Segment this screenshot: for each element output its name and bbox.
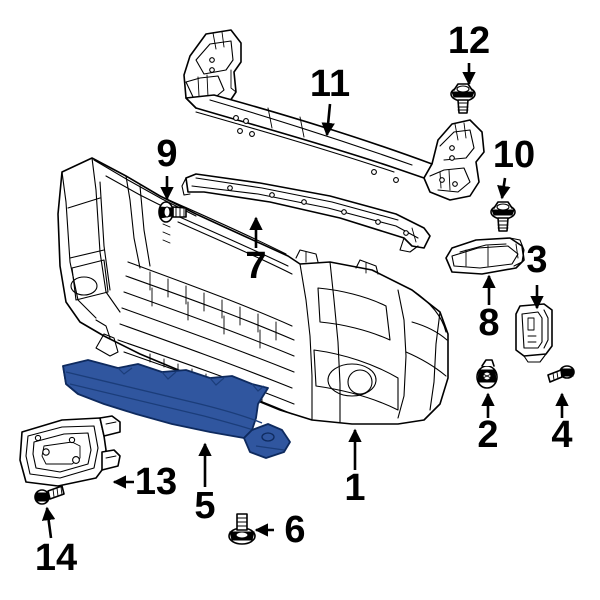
callout-number-11[interactable]: 11 bbox=[310, 63, 350, 105]
callout-number-2[interactable]: 2 bbox=[477, 414, 498, 456]
part-11-reinforcement-beam[interactable] bbox=[183, 29, 485, 201]
part-6-flange-bolt[interactable] bbox=[228, 513, 256, 545]
leader-10 bbox=[497, 177, 511, 200]
callout-number-4[interactable]: 4 bbox=[551, 414, 572, 456]
callout-number-5[interactable]: 5 bbox=[194, 485, 215, 527]
absorber-main-body bbox=[62, 359, 269, 439]
part-13-license-plate-bracket[interactable] bbox=[19, 415, 121, 487]
part-7-upper-tie-bar[interactable] bbox=[181, 173, 431, 253]
leader-14 bbox=[41, 506, 56, 539]
callout-leader-lines bbox=[41, 63, 569, 539]
callout-number-13[interactable]: 13 bbox=[135, 461, 177, 503]
part-1-bumper-cover[interactable] bbox=[57, 157, 449, 425]
part-3-side-clip-bracket[interactable] bbox=[515, 303, 553, 363]
part-12-flange-bolt[interactable] bbox=[450, 83, 476, 114]
part-5-lower-absorber-highlighted[interactable] bbox=[62, 359, 291, 459]
callout-number-10[interactable]: 10 bbox=[493, 134, 535, 176]
leader-11 bbox=[321, 103, 335, 137]
part-4-tapping-screw[interactable] bbox=[547, 365, 575, 383]
callout-number-6[interactable]: 6 bbox=[284, 509, 305, 551]
part-14-tapping-screw[interactable] bbox=[34, 485, 65, 505]
callout-number-1[interactable]: 1 bbox=[344, 467, 365, 509]
callout-number-12[interactable]: 12 bbox=[448, 20, 490, 62]
part-8-upper-side-rail[interactable] bbox=[445, 237, 525, 275]
callout-numbers: 1 2 3 4 5 6 7 8 9 10 11 12 13 14 bbox=[35, 20, 573, 579]
callout-number-3[interactable]: 3 bbox=[526, 239, 547, 281]
callout-number-8[interactable]: 8 bbox=[478, 302, 499, 344]
callout-number-7[interactable]: 7 bbox=[245, 245, 266, 287]
callout-number-9[interactable]: 9 bbox=[156, 133, 177, 175]
callout-number-14[interactable]: 14 bbox=[35, 537, 77, 579]
part-9-flange-bolt[interactable] bbox=[158, 201, 187, 223]
absorber-tab-hole bbox=[261, 432, 275, 442]
part-10-flange-bolt[interactable] bbox=[490, 201, 516, 232]
part-2-nut-clip[interactable] bbox=[476, 359, 498, 389]
